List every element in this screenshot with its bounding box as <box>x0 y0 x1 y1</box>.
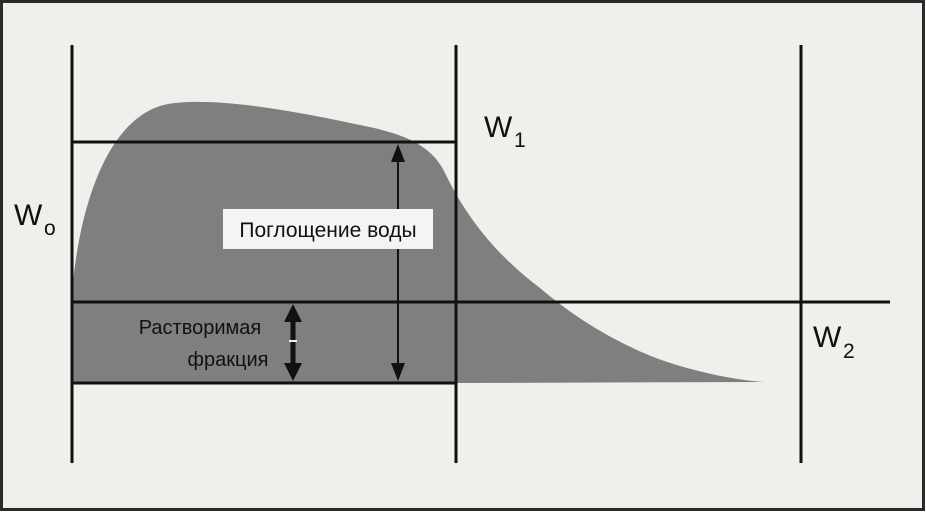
soluble-fraction-label-line2: фракция <box>188 349 269 371</box>
label-w2-main: W <box>813 321 842 354</box>
label-w2-sub: 2 <box>843 340 855 363</box>
soluble-fraction-label-line1: Растворимая <box>139 317 261 339</box>
label-w0-main: W <box>14 199 43 232</box>
label-w1: W 1 <box>484 111 526 152</box>
label-w0-sub: o <box>44 217 56 240</box>
label-w1-sub: 1 <box>514 129 526 152</box>
water-uptake-label-box <box>223 209 433 249</box>
label-w1-main: W <box>484 111 513 144</box>
label-w0: W o <box>14 199 56 240</box>
soluble-fraction-arrow <box>284 304 302 381</box>
water-uptake-arrow <box>391 144 405 381</box>
water-uptake-label: Поглощение воды <box>239 219 416 242</box>
label-w2: W 2 <box>813 321 855 363</box>
